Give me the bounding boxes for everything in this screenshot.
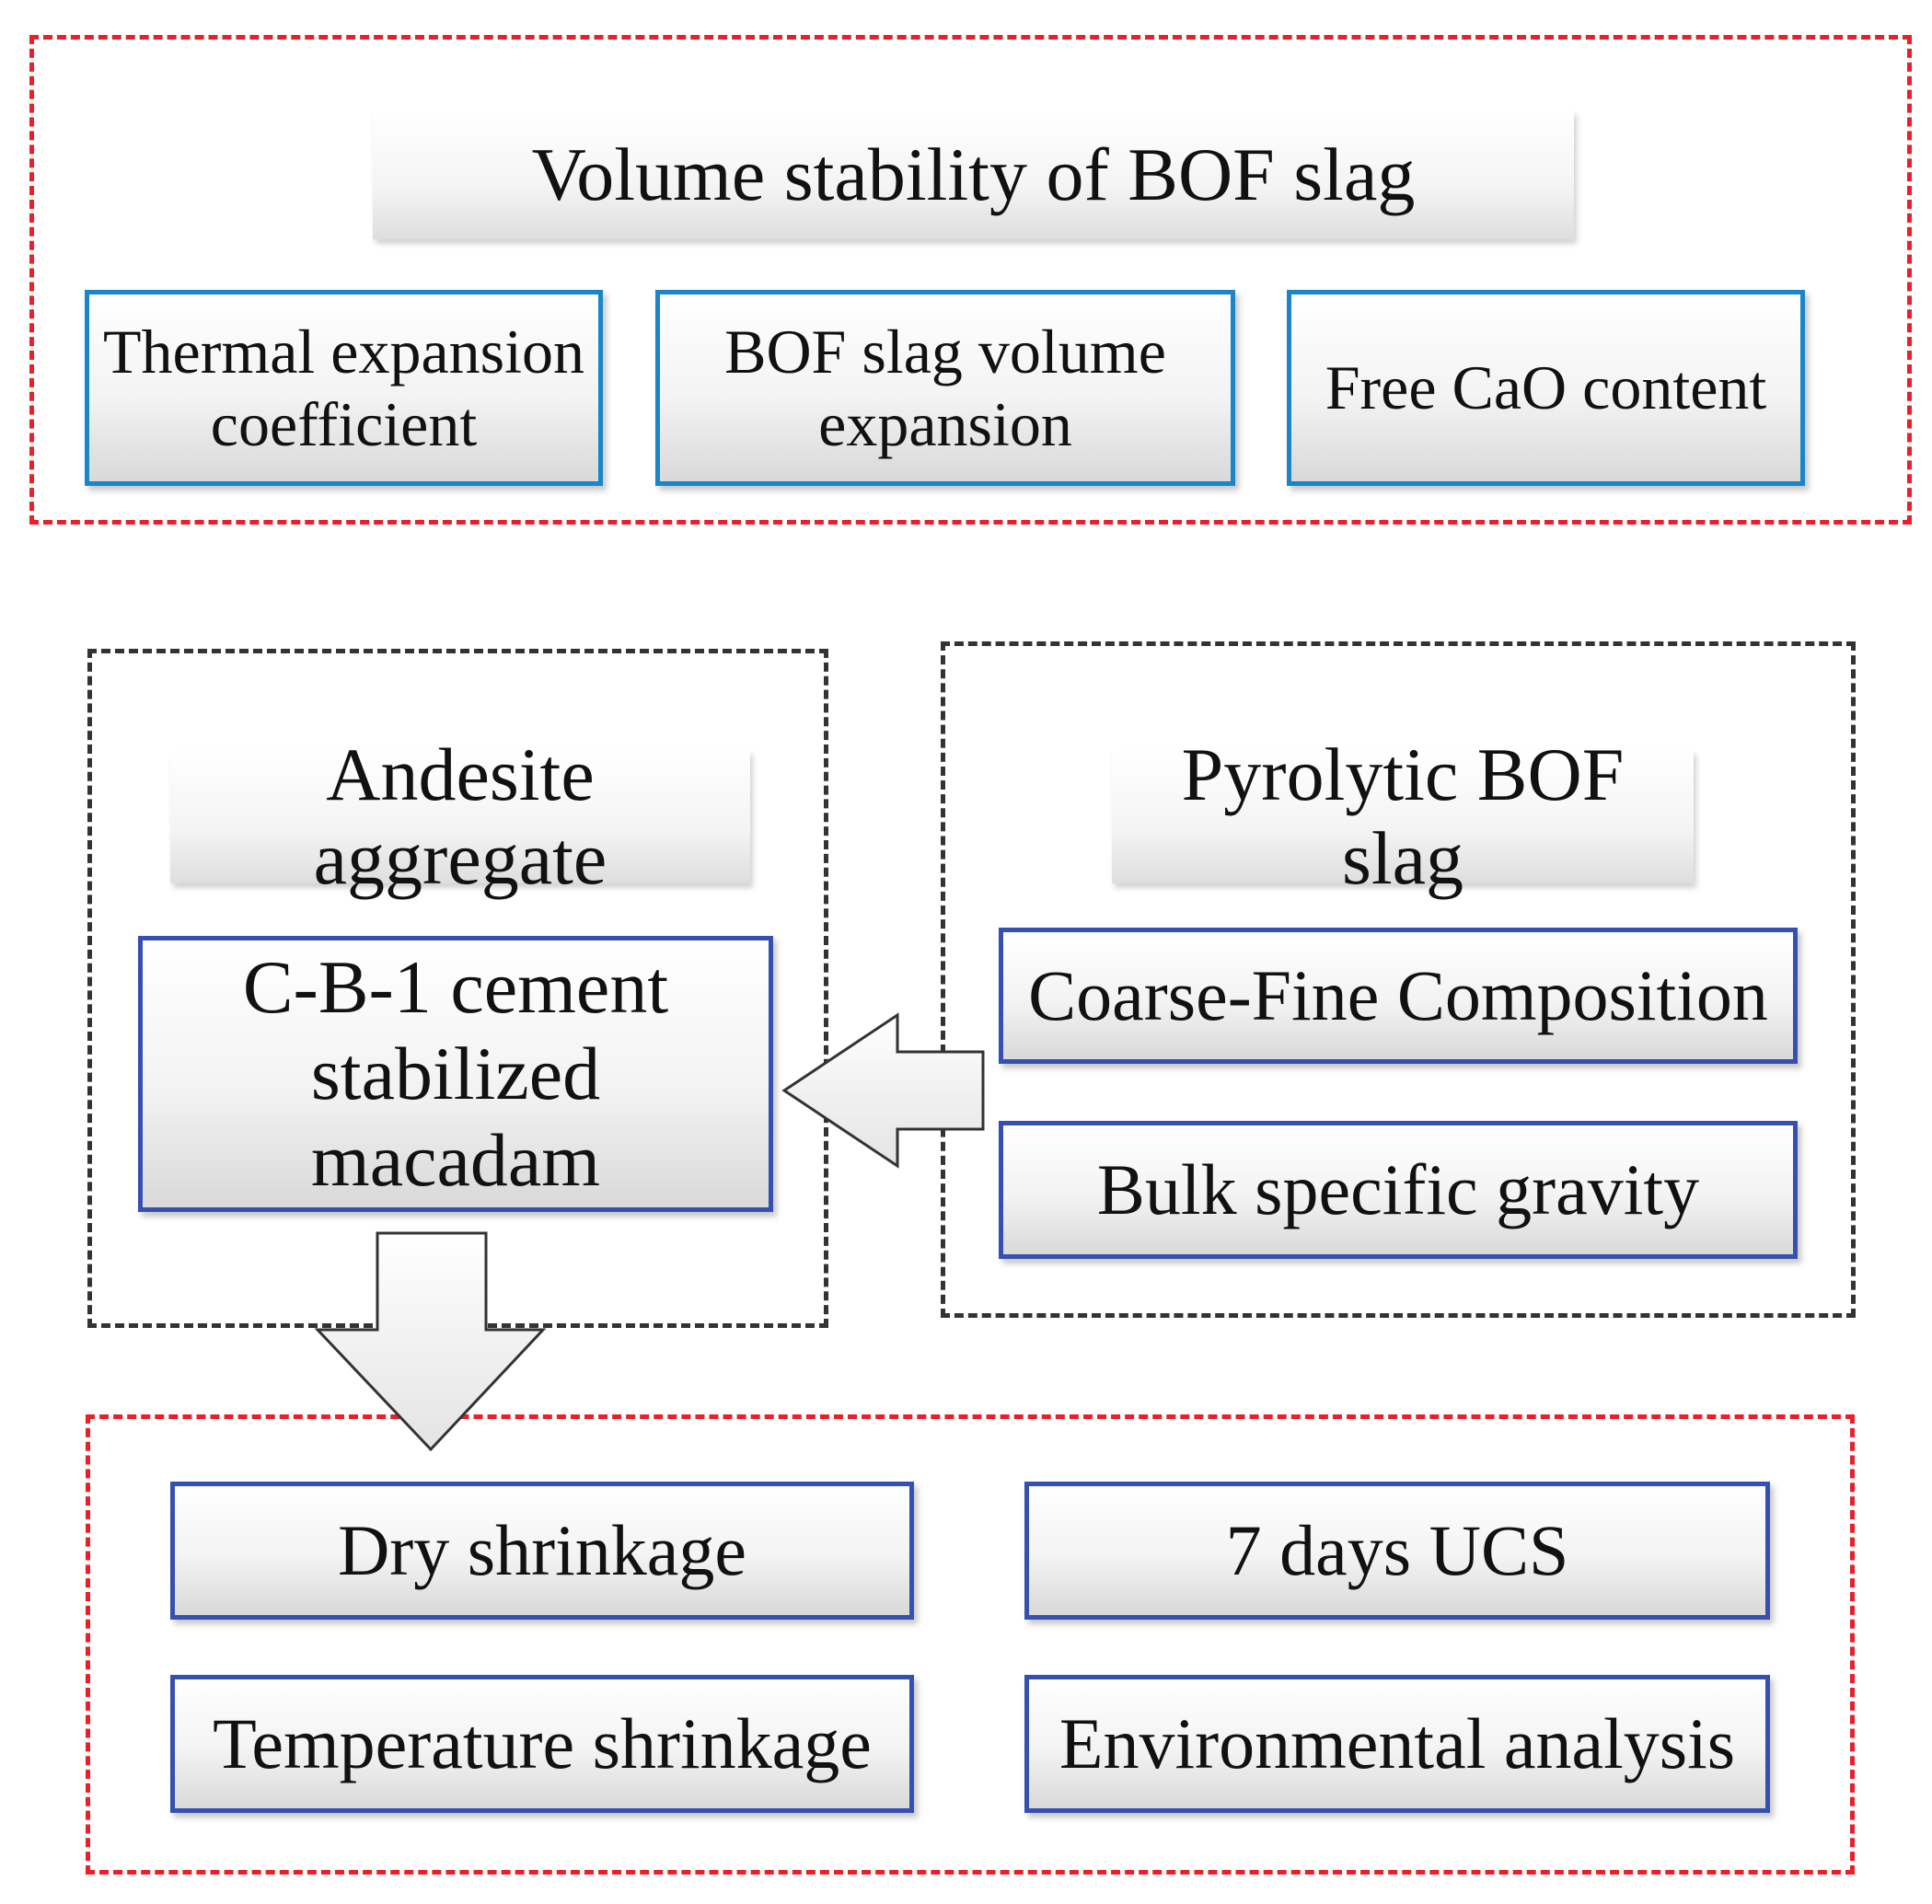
free-cao-content-box: Free CaO content xyxy=(1287,290,1805,486)
seven-days-ucs-label: 7 days UCS xyxy=(1225,1510,1569,1591)
dry-shrinkage-box: Dry shrinkage xyxy=(170,1482,914,1620)
cement-stabilized-macadam-box: C-B-1 cement stabilized macadam xyxy=(138,936,773,1212)
down-arrow xyxy=(314,1231,547,1452)
seven-days-ucs-box: 7 days UCS xyxy=(1024,1482,1770,1620)
environmental-analysis-label: Environmental analysis xyxy=(1059,1703,1736,1784)
bof-slag-volume-expansion-box: BOF slag volume expansion xyxy=(655,290,1235,486)
dry-shrinkage-label: Dry shrinkage xyxy=(337,1510,747,1591)
thermal-expansion-coefficient-label: Thermal expansion coefficient xyxy=(102,317,585,459)
thermal-expansion-coefficient-box: Thermal expansion coefficient xyxy=(85,290,603,486)
right-group-pyrolytic-bof-slag xyxy=(941,641,1856,1318)
coarse-fine-composition-label: Coarse-Fine Composition xyxy=(1028,955,1768,1036)
cement-stabilized-macadam-label: C-B-1 cement stabilized macadam xyxy=(242,944,669,1203)
coarse-fine-composition-box: Coarse-Fine Composition xyxy=(999,928,1798,1064)
free-cao-content-label: Free CaO content xyxy=(1325,352,1767,423)
temperature-shrinkage-box: Temperature shrinkage xyxy=(170,1675,914,1813)
bulk-specific-gravity-label: Bulk specific gravity xyxy=(1096,1149,1700,1230)
bottom-group-performance-tests xyxy=(86,1414,1855,1875)
bulk-specific-gravity-box: Bulk specific gravity xyxy=(999,1121,1798,1259)
environmental-analysis-box: Environmental analysis xyxy=(1024,1675,1770,1813)
top-group-volume-stability xyxy=(29,35,1912,525)
temperature-shrinkage-label: Temperature shrinkage xyxy=(213,1703,872,1784)
left-arrow xyxy=(781,1012,985,1169)
bof-slag-volume-expansion-label: BOF slag volume expansion xyxy=(724,317,1166,459)
top-group-title: Volume stability of BOF slag xyxy=(373,110,1574,239)
